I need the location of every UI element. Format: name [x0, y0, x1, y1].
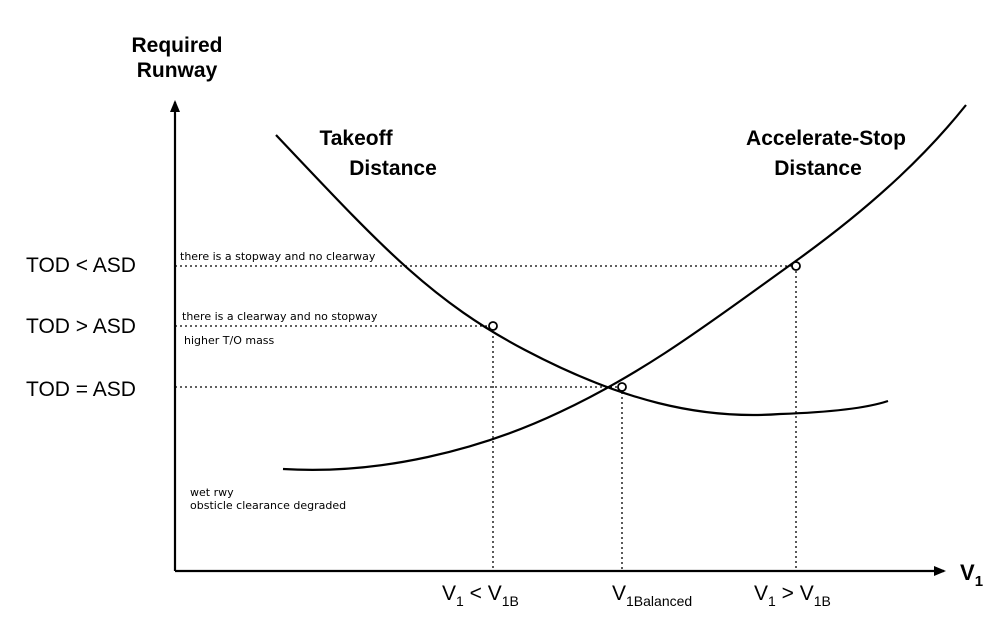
level-label-tod-gt-asd: TOD > ASD — [26, 315, 136, 338]
note-stopway: there is a stopway and no clearway — [180, 250, 376, 263]
note-clearway: there is a clearway and no stopway — [182, 310, 378, 323]
x-tick-v1-balanced: V1Balanced — [612, 582, 692, 609]
takeoff-distance-curve — [275, 134, 889, 417]
y-axis-title-line1: Required — [131, 34, 222, 57]
x-tick-v1-lt-v1b: V1 < V1B — [442, 582, 519, 609]
asd-curve-label-line1: Accelerate-Stop — [746, 127, 906, 150]
takeoff-curve-label-line2: Distance — [349, 157, 437, 180]
accelerate-stop-distance-curve — [282, 104, 967, 471]
level-label-tod-lt-asd: TOD < ASD — [26, 254, 136, 277]
note-higher-mass: higher T/O mass — [184, 334, 275, 347]
point-tod-gt-asd — [488, 321, 498, 331]
note-wet-rwy: wet rwy — [190, 486, 234, 499]
y-axis-title-line2: Runway — [137, 59, 218, 82]
point-tod-lt-asd — [791, 261, 801, 271]
asd-curve-label-line2: Distance — [774, 157, 862, 180]
takeoff-curve-label-line1: Takeoff — [319, 127, 393, 150]
x-axis-title: V1 — [960, 560, 983, 590]
x-tick-v1-gt-v1b: V1 > V1B — [754, 582, 831, 609]
level-label-tod-eq-asd: TOD = ASD — [26, 378, 136, 401]
point-balanced — [617, 382, 627, 392]
reference-lines — [175, 265, 797, 571]
note-obstacle: obsticle clearance degraded — [190, 499, 346, 512]
